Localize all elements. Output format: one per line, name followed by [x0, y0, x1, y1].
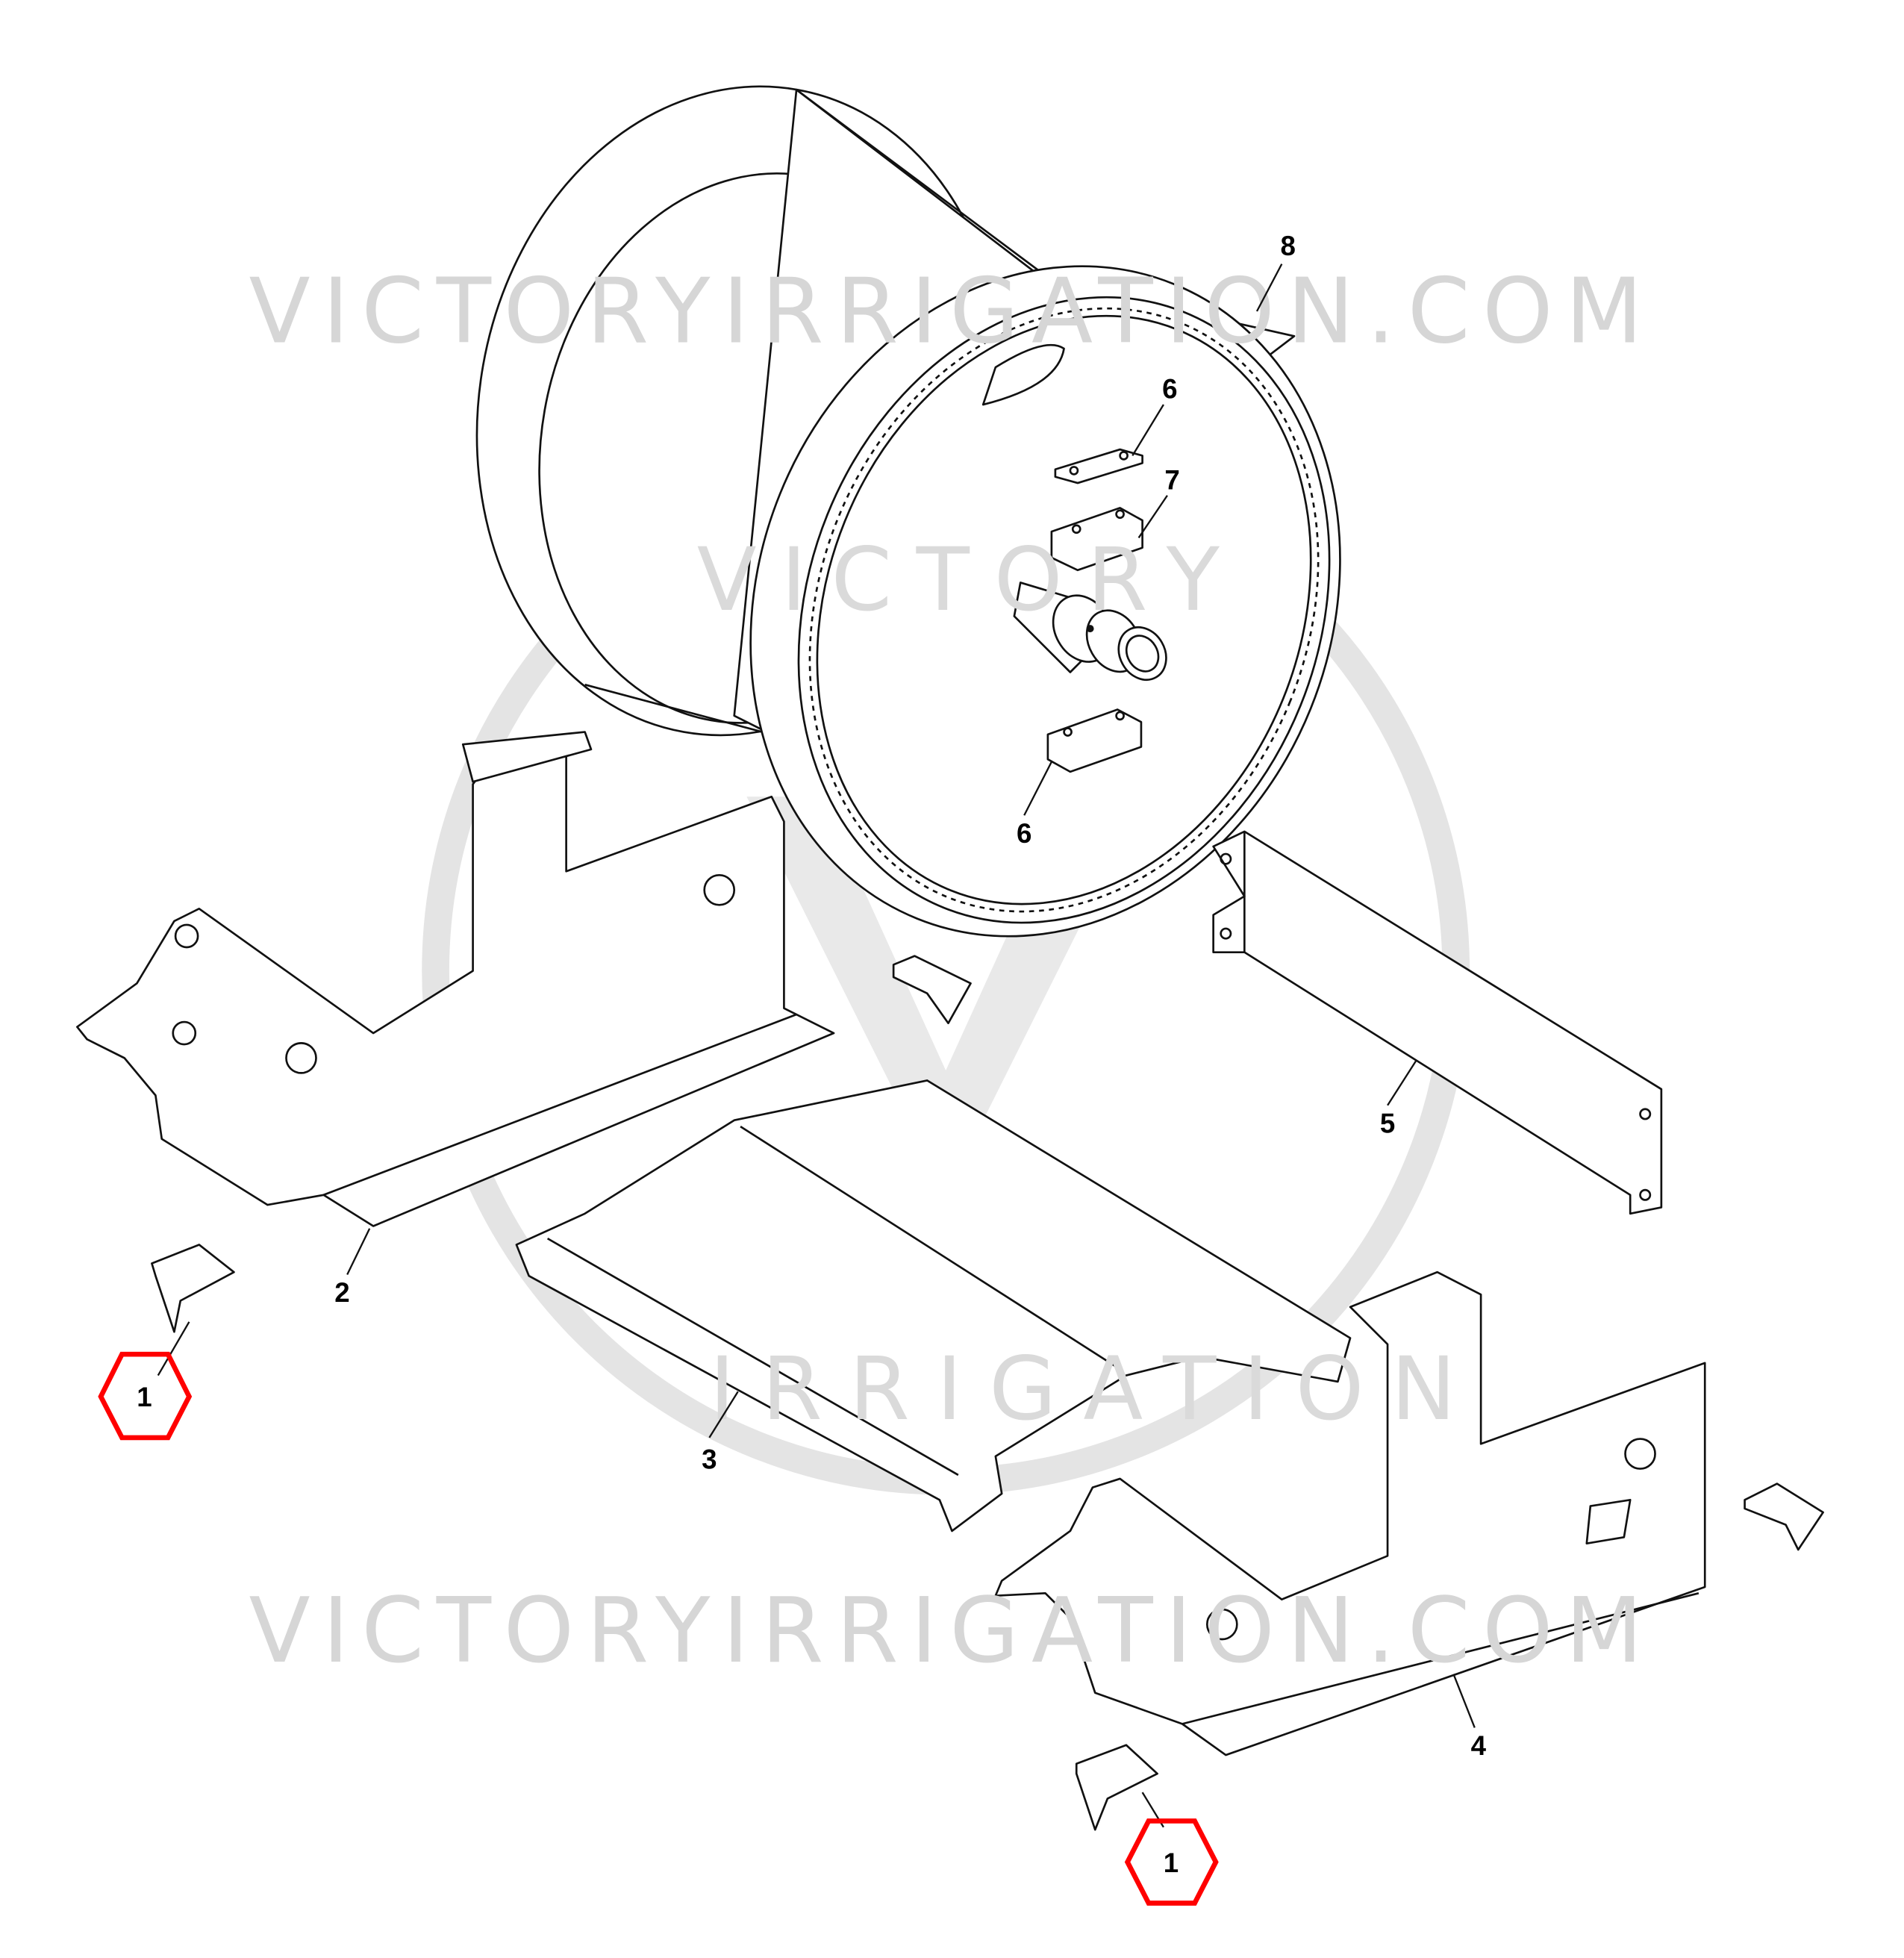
callout-4[interactable]: 4	[1471, 1730, 1487, 1761]
corner-bracket-bottom	[1075, 1744, 1158, 1831]
callout-3[interactable]: 3	[702, 1444, 717, 1475]
callout-1b[interactable]: 1	[1124, 1818, 1219, 1906]
swivel-shaft	[1013, 582, 1167, 681]
left-frame	[76, 731, 835, 1227]
right-frame	[994, 1270, 1706, 1756]
watermark-text-bottom: VICTORYIRRIGATION.COM	[249, 1580, 1642, 1683]
callout-6b[interactable]: 6	[1017, 818, 1031, 849]
leader-lines	[157, 264, 1476, 1828]
cross-panel	[515, 1079, 1352, 1533]
callout-7[interactable]: 7	[1164, 464, 1179, 495]
hub-plate	[1054, 448, 1143, 484]
watermark-logo-top: VICTORY	[697, 529, 1220, 631]
callout-label: 1	[1164, 1848, 1179, 1878]
callout-8[interactable]: 8	[1280, 231, 1295, 261]
callout-5[interactable]: 5	[1380, 1108, 1395, 1138]
bearing-cap-upper	[1050, 507, 1143, 572]
corner-bracket-right	[1744, 1482, 1824, 1551]
bearing-cap-lower	[1046, 708, 1143, 773]
center-bracket	[892, 955, 972, 1025]
highlight-hexagon	[98, 1351, 193, 1441]
highlight-hexagon	[1124, 1818, 1219, 1906]
corner-bracket-left	[151, 1244, 235, 1333]
rear-support	[1212, 830, 1663, 1215]
callout-2[interactable]: 2	[334, 1277, 349, 1308]
callout-label: 1	[137, 1382, 152, 1412]
callout-6a[interactable]: 6	[1162, 374, 1177, 405]
callout-1a[interactable]: 1	[98, 1351, 193, 1441]
watermark-logo-bottom: IRRIGATION	[709, 1338, 1455, 1440]
